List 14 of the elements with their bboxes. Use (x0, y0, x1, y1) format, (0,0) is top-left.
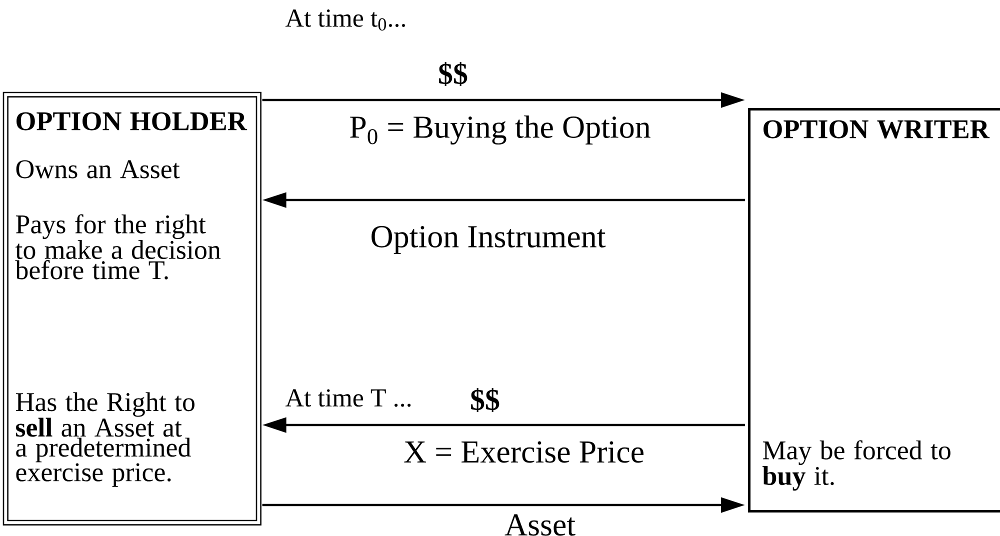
box-text: May be forced to buy it. (762, 440, 950, 491)
time-note: At time T ... (285, 389, 411, 407)
box-text: Owns an Asset (16, 160, 180, 178)
edge-label: Option Instrument (369, 225, 607, 255)
edge-label: Asset (503, 513, 577, 536)
money-sign: $$ (471, 388, 500, 412)
edge-label: P$_{0}$ = Buying the Option (348, 114, 652, 146)
box-text: Has the Right to sell an Asset at a predetermined exercise price. (16, 392, 194, 487)
edge-label: X = Exercise Price (402, 440, 646, 464)
box-heading: OPTION WRITER (764, 120, 990, 138)
time-note: At time t$_{0}$... (285, 9, 406, 31)
box-heading: OPTION HOLDER (16, 112, 248, 130)
box-text: Pays for the right to make a decision before time T. (15, 214, 221, 280)
money-sign: $$ (439, 62, 468, 86)
